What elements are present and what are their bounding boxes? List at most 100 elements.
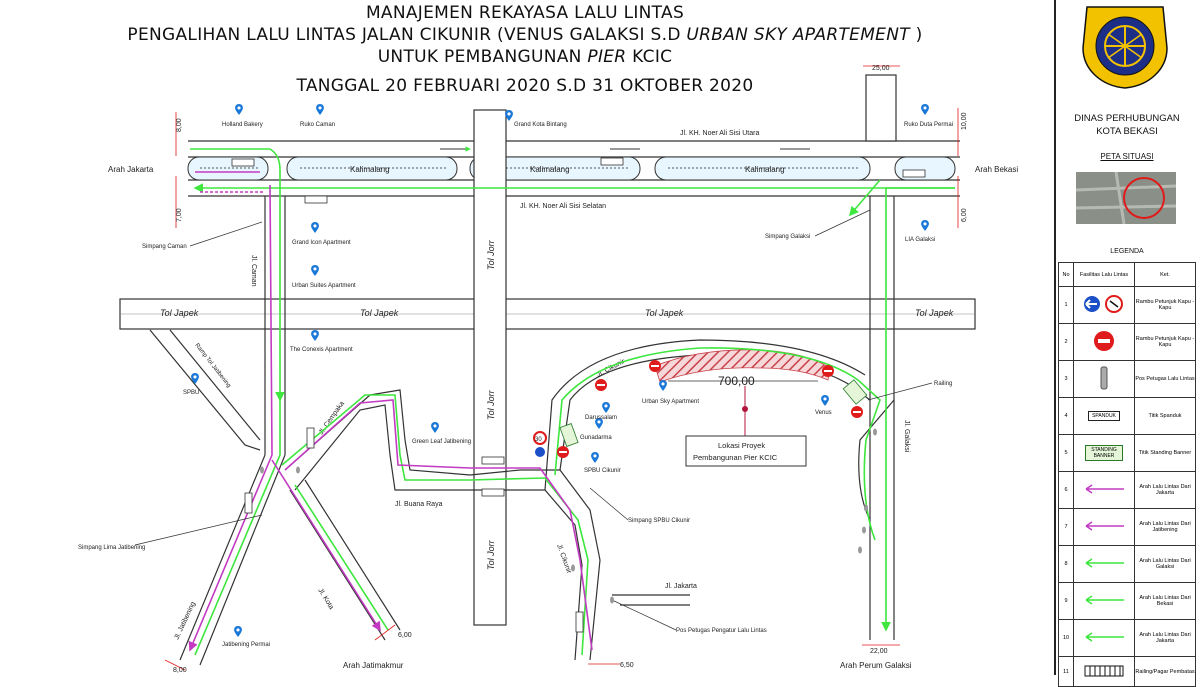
jl-galaksi-label: Jl. Galaksi bbox=[903, 420, 910, 453]
legend-symbol-direction-sign bbox=[1073, 286, 1135, 324]
legend-header-fasilitas: Fasilitas Lalu Lintas bbox=[1073, 262, 1135, 287]
place-jatibening-permai: Jatibening Permai bbox=[222, 642, 270, 648]
title-line-4: TANGGAL 20 FEBRUARI 2020 S.D 31 OKTOBER … bbox=[296, 76, 754, 96]
legend-ket: Arah Lalu Lintas Dari Galaksi bbox=[1134, 545, 1196, 583]
tol-jorr bbox=[473, 109, 507, 626]
tol-japek-label-1: Tol Japek bbox=[160, 308, 199, 318]
project-point bbox=[742, 406, 748, 412]
width-1000: 10,00 bbox=[961, 112, 968, 130]
place-urban-suites: Urban Suites Apartment bbox=[292, 283, 356, 289]
legend-symbol-standing-banner: STANDING BANNER bbox=[1073, 434, 1135, 472]
standing-banners bbox=[559, 379, 868, 447]
place-urban-sky: Urban Sky Apartment bbox=[642, 399, 699, 405]
ramp-tol-jatibening bbox=[149, 329, 261, 451]
legend-ket: Titik Spanduk bbox=[1134, 397, 1196, 435]
legend-no: 2 bbox=[1058, 323, 1074, 361]
leader-lines bbox=[134, 209, 933, 631]
legend-ket: Titik Standing Banner bbox=[1134, 434, 1196, 472]
speed-signs: 30 bbox=[533, 431, 547, 457]
legend-symbol-officer-post bbox=[1073, 360, 1135, 398]
legend-no: 4 bbox=[1058, 397, 1074, 435]
legend-symbol-arrow-purple bbox=[1073, 471, 1135, 509]
place-the-conexis: The Conexis Apartment bbox=[290, 347, 353, 353]
legend-header-ket: Ket. bbox=[1134, 262, 1196, 287]
situation-map-thumb bbox=[1076, 172, 1176, 224]
place-ruko-duta: Ruko Duta Permai bbox=[904, 122, 953, 128]
legend-no: 5 bbox=[1058, 434, 1074, 472]
width-650: 6,50 bbox=[620, 662, 634, 669]
title-line-1: MANAJEMEN REKAYASA LALU LINTAS bbox=[365, 3, 685, 23]
place-spbu: SPBU bbox=[183, 390, 199, 396]
legend-row: 11 Railing/Pagar Pembatas bbox=[1058, 656, 1196, 687]
flow-green bbox=[190, 148, 955, 656]
simpang-lima: Simpang Lima Jatibening bbox=[78, 545, 145, 551]
simpang-lima-roads bbox=[179, 389, 601, 666]
legend-header-no: No bbox=[1058, 262, 1074, 287]
tol-jorr-label-3: Tol Jorr bbox=[486, 539, 496, 570]
place-lia: LIA Galaksi bbox=[905, 237, 935, 243]
tol-japek bbox=[119, 298, 976, 330]
jl-galaksi bbox=[865, 74, 897, 640]
legend-row: 10 Arah Lalu Lintas Dari Jakarta bbox=[1058, 619, 1196, 657]
simpang-caman: Simpang Caman bbox=[142, 244, 187, 250]
kalimalang-label-2: Kalimalang bbox=[530, 165, 570, 174]
lokasi-line2: Pembangunan Pier KCIC bbox=[693, 453, 778, 462]
place-green-leaf: Green Leaf Jatibening bbox=[412, 439, 471, 445]
legend-symbol-spanduk: SPANDUK bbox=[1073, 397, 1135, 435]
jl-caman bbox=[264, 196, 286, 455]
railing-note: Railing bbox=[934, 381, 952, 387]
dishub-logo bbox=[1082, 6, 1168, 89]
width-800: 8,00 bbox=[176, 118, 183, 132]
legend-table: No Fasilitas Lalu Lintas Ket. 1 Rambu Pe… bbox=[1058, 262, 1196, 687]
legend-no: 3 bbox=[1058, 360, 1074, 398]
legend-row: 5 STANDING BANNER Titik Standing Banner bbox=[1058, 434, 1196, 472]
jl-kota-label: Jl. Kota bbox=[316, 587, 334, 611]
legend-ket: Rambu Petunjuk Kapu - Kapu bbox=[1134, 286, 1196, 324]
jl-cikunir-label-bottom: Jl. Cikunir bbox=[555, 543, 572, 575]
simpang-galaksi: Simpang Galaksi bbox=[765, 234, 810, 240]
width-markers bbox=[164, 65, 959, 671]
legend-ket: Arah Lalu Lintas Dari Bekasi bbox=[1134, 582, 1196, 620]
place-venus: Venus bbox=[815, 410, 832, 416]
info-panel: DINAS PERHUBUNGAN KOTA BEKASI PETA SITUA… bbox=[1054, 0, 1198, 687]
lokasi-box bbox=[685, 435, 807, 467]
legend-row: 7 Arah Lalu Lintas Dari Jatibening bbox=[1058, 508, 1196, 546]
tol-jorr-label-1: Tol Jorr bbox=[486, 239, 496, 270]
legend-row: 1 Rambu Petunjuk Kapu - Kapu bbox=[1058, 286, 1196, 324]
legend-no: 8 bbox=[1058, 545, 1074, 583]
spanduk-marks bbox=[231, 157, 926, 633]
legend-row: 4 SPANDUK Titik Spanduk bbox=[1058, 397, 1196, 435]
pos-petugas-note: Pos Petugas Pengatur Lalu Lintas bbox=[676, 628, 767, 634]
tol-japek-label-2: Tol Japek bbox=[360, 308, 399, 318]
legend-symbol-no-entry bbox=[1073, 323, 1135, 361]
simpang-spbu: Simpang SPBU Cikunir bbox=[628, 518, 690, 524]
arah-jakarta: Arah Jakarta bbox=[108, 165, 154, 174]
legend-ket: Railing/Pagar Pembatas bbox=[1134, 656, 1196, 687]
arah-perum-galaksi: Arah Perum Galaksi bbox=[840, 661, 912, 670]
speed-sign-text: 30 bbox=[535, 437, 542, 443]
title-line-2: PENGALIHAN LALU LINTAS JALAN CIKUNIR (VE… bbox=[127, 25, 923, 45]
legend-ket: Pos Petugas Lalu Lintas bbox=[1134, 360, 1196, 398]
jl-buana-raya-label: Jl. Buana Raya bbox=[395, 501, 443, 508]
legenda-title: LEGENDA bbox=[1110, 248, 1144, 255]
legend-symbol-arrow-green bbox=[1073, 545, 1135, 583]
width-900: 6,00 bbox=[961, 208, 968, 222]
title-line-3: UNTUK PEMBANGUNAN PIER KCIC bbox=[377, 47, 673, 67]
road-noer-ali-utara: Jl. KH. Noer Ali Sisi Utara bbox=[680, 130, 759, 137]
bollards bbox=[260, 428, 877, 604]
tol-japek-label-4: Tol Japek bbox=[915, 308, 954, 318]
legend-no: 6 bbox=[1058, 471, 1074, 509]
spanduk-box: SPANDUK bbox=[1088, 411, 1120, 421]
legend-symbol-railing bbox=[1073, 656, 1135, 687]
place-grand-icon: Grand Icon Apartment bbox=[292, 240, 351, 246]
arah-jatimakmur: Arah Jatimakmur bbox=[343, 661, 404, 670]
jl-jatibening-label: Jl. Jatibening bbox=[173, 601, 197, 641]
agency-line1: DINAS PERHUBUNGAN bbox=[1074, 113, 1180, 124]
road-noer-ali-selatan: Jl. KH. Noer Ali Sisi Selatan bbox=[520, 203, 606, 210]
width-600-jatimakmur: 6,00 bbox=[398, 632, 412, 639]
legend-row: 3 Pos Petugas Lalu Lintas bbox=[1058, 360, 1196, 398]
project-length: 700,00 bbox=[718, 374, 755, 388]
legend-no: 1 bbox=[1058, 286, 1074, 324]
legend-no: 10 bbox=[1058, 619, 1074, 657]
place-spbu-cikunir: SPBU Cikunir bbox=[584, 468, 621, 474]
